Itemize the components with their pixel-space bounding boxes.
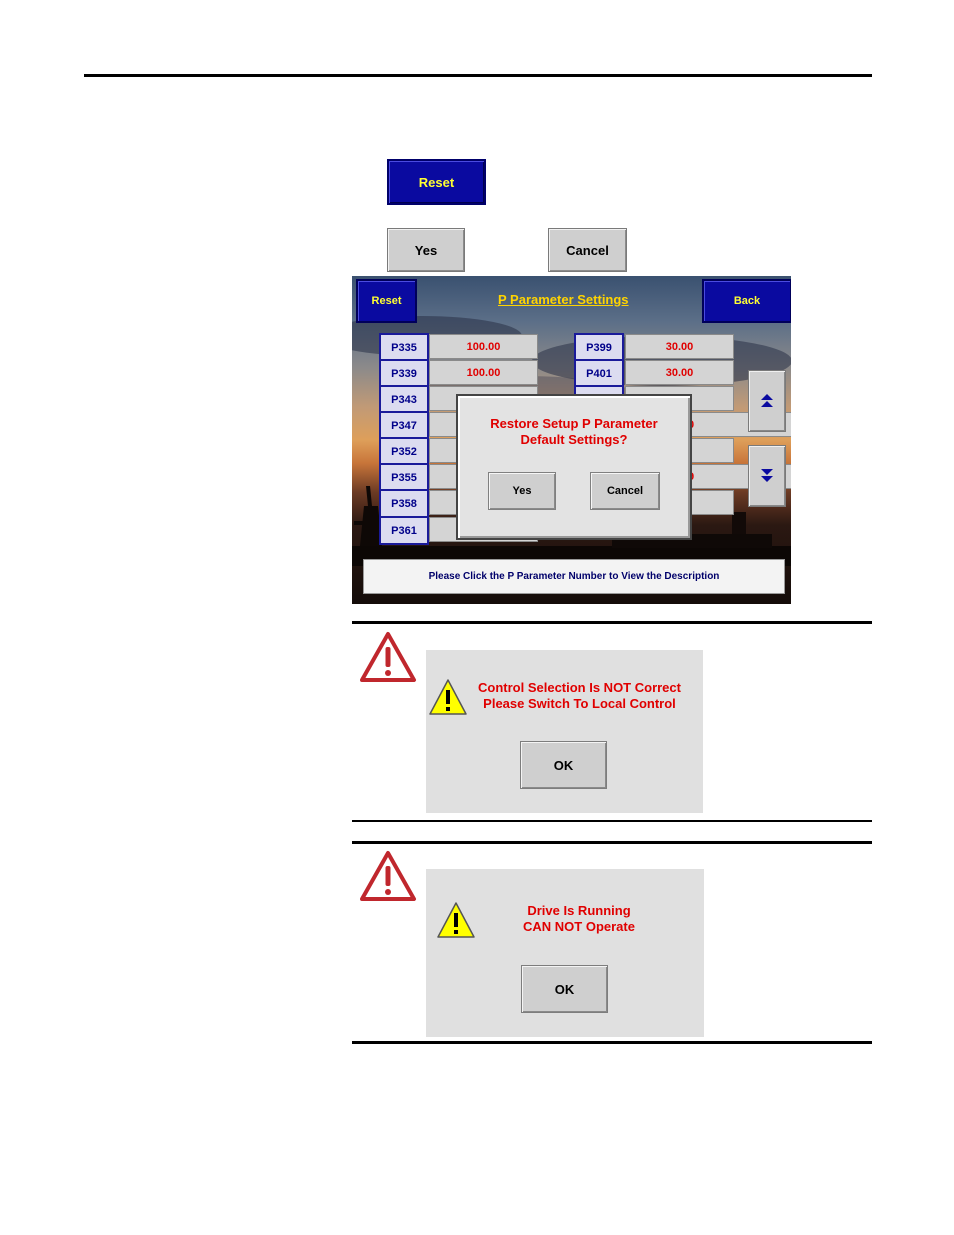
caution-triangle-icon <box>360 632 416 682</box>
cancel-button[interactable]: Cancel <box>548 228 627 272</box>
hmi-back-button[interactable]: Back <box>702 279 791 323</box>
param-code[interactable]: P358 <box>379 489 429 518</box>
dialog-message-line2: Default Settings? <box>520 432 628 447</box>
warning-icon <box>429 679 467 715</box>
control-selection-alert: Control Selection Is NOT Correct Please … <box>426 650 703 813</box>
dialog-yes-button[interactable]: Yes <box>488 472 556 510</box>
reset-button[interactable]: Reset <box>387 159 486 205</box>
param-code[interactable]: P352 <box>379 437 429 466</box>
dialog-message-line1: Restore Setup P Parameter <box>490 416 658 431</box>
warning2-top-rule <box>352 841 872 844</box>
param-code[interactable]: P399 <box>574 333 624 362</box>
header-rule <box>84 74 872 77</box>
alert-line2: CAN NOT Operate <box>523 919 635 934</box>
warning2-bottom-rule <box>352 1041 872 1044</box>
param-code[interactable]: P339 <box>379 359 429 388</box>
param-value[interactable]: 30.00 <box>625 334 734 359</box>
param-code[interactable]: P401 <box>574 359 624 388</box>
dialog-cancel-button[interactable]: Cancel <box>590 472 660 510</box>
status-bar: Please Click the P Parameter Number to V… <box>363 559 785 594</box>
param-value[interactable]: 30.00 <box>625 360 734 385</box>
ok-button[interactable]: OK <box>520 741 607 789</box>
param-code[interactable]: P343 <box>379 385 429 414</box>
ok-button[interactable]: OK <box>521 965 608 1013</box>
warning1-top-rule <box>352 621 872 624</box>
param-code[interactable]: P355 <box>379 463 429 492</box>
alert-line1: Drive Is Running <box>527 903 631 918</box>
dialog-message: Restore Setup P Parameter Default Settin… <box>458 416 690 448</box>
restore-defaults-dialog: Restore Setup P Parameter Default Settin… <box>456 394 692 540</box>
param-code[interactable]: P361 <box>379 516 429 545</box>
param-value[interactable]: 100.00 <box>429 360 538 385</box>
param-code[interactable]: P347 <box>379 411 429 440</box>
drive-running-alert: Drive Is Running CAN NOT Operate OK <box>426 869 704 1037</box>
alert-line2: Please Switch To Local Control <box>483 696 676 711</box>
hmi-reset-button[interactable]: Reset <box>356 279 417 323</box>
double-chevron-up-icon <box>761 394 773 407</box>
screen-title: P Parameter Settings <box>498 292 629 307</box>
warning1-bottom-rule <box>352 820 872 822</box>
warning-icon <box>437 902 475 938</box>
double-chevron-down-icon <box>761 469 773 482</box>
page-up-button[interactable] <box>748 370 786 432</box>
page-down-button[interactable] <box>748 445 786 507</box>
p-parameter-settings-screen: Reset P Parameter Settings Back P335 100… <box>352 276 791 604</box>
yes-button[interactable]: Yes <box>387 228 465 272</box>
alert-line1: Control Selection Is NOT Correct <box>478 680 681 695</box>
alert-message: Control Selection Is NOT Correct Please … <box>472 680 687 712</box>
caution-triangle-icon <box>360 851 416 901</box>
param-code[interactable]: P335 <box>379 333 429 362</box>
alert-message: Drive Is Running CAN NOT Operate <box>486 903 672 935</box>
param-value[interactable]: 100.00 <box>429 334 538 359</box>
